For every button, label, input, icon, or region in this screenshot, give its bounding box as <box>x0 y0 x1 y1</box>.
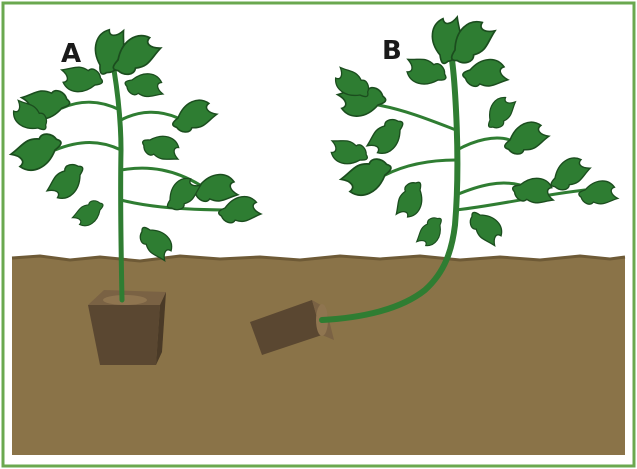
label-a: A <box>61 41 81 67</box>
pot-a <box>88 290 166 365</box>
label-b: B <box>382 38 402 64</box>
